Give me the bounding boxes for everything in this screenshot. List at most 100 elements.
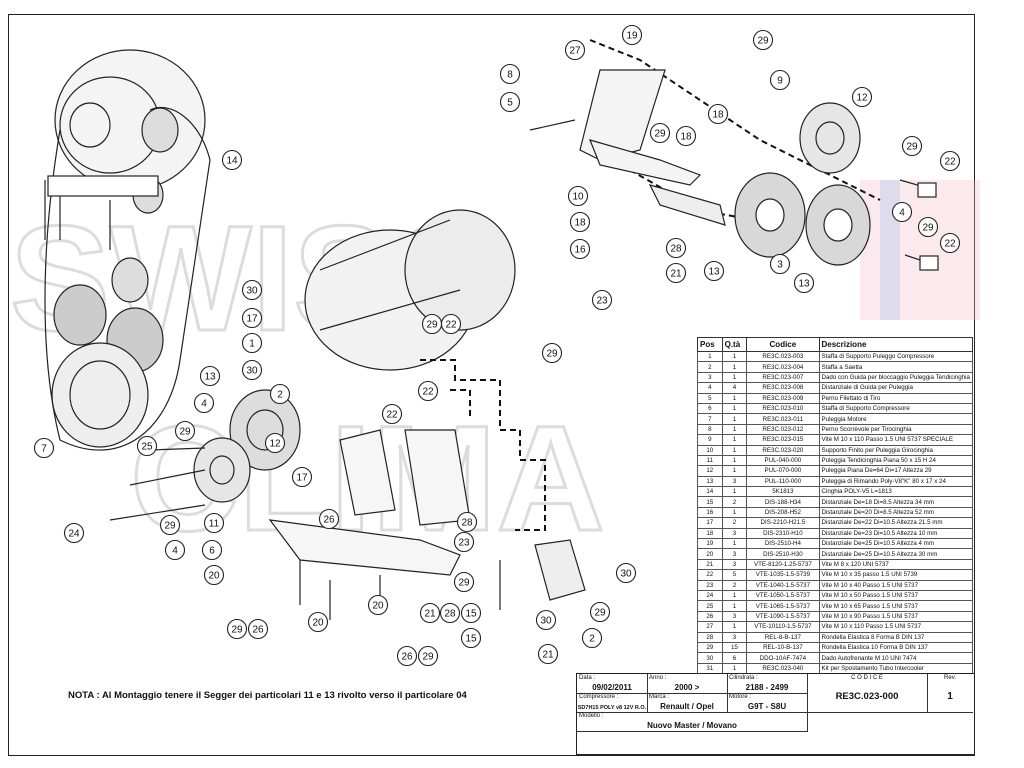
tb-modello-label: Modello :: [579, 713, 604, 719]
cell-codice: RE3C.023-012: [746, 423, 820, 436]
parts-table-header: Pos Q.tà Codice Descrizione: [697, 337, 973, 352]
cell-descrizione: Perno Scorrevole per Tirocinghia: [818, 423, 973, 436]
part-callout-number: 29: [179, 427, 191, 438]
part-callout-number: 4: [201, 399, 207, 410]
part-callout-number: 21: [424, 609, 436, 620]
cell-codice: VTE-1040-1.5-5737: [746, 579, 820, 592]
part-callout: 3: [769, 253, 791, 275]
part-callout: 6: [201, 539, 223, 561]
cell-descrizione: Staffa di Supporto Puleggo Compressore: [818, 350, 973, 363]
col-codice: Codice: [746, 337, 820, 352]
part-callout-number: 20: [372, 601, 384, 612]
part-callout-number: 14: [226, 156, 238, 167]
part-callout-number: 24: [68, 529, 80, 540]
cell-codice: DIS-208-H52: [746, 506, 820, 519]
part-callout: 15: [460, 627, 482, 649]
cell-pos: 30: [697, 652, 723, 664]
cell-pos: 15: [697, 496, 723, 508]
cell-pos: 18: [697, 527, 723, 540]
part-callout: 29: [159, 514, 181, 536]
part-callout: 29: [226, 618, 248, 640]
part-callout: 7: [33, 437, 55, 459]
part-callout: 30: [535, 609, 557, 631]
cell-qty: 1: [721, 444, 748, 456]
part-callout-number: 29: [422, 652, 434, 663]
part-callout: 4: [891, 201, 913, 223]
part-callout: 4: [193, 392, 215, 414]
tb-modello-value: Nuovo Master / Movano: [647, 721, 737, 730]
cell-descrizione: Puleggia Motore: [818, 413, 973, 425]
cell-codice: RE3C.023-011: [746, 413, 820, 425]
part-callout-number: 28: [670, 244, 682, 255]
cell-pos: 28: [697, 631, 723, 643]
part-callout: 29: [589, 601, 611, 623]
part-callout: 29: [752, 29, 774, 51]
cell-descrizione: Puleggia Piana De=64 Di=17 Altezza 29: [818, 465, 973, 477]
part-callout: 5: [499, 91, 521, 113]
part-callout-number: 28: [461, 518, 473, 529]
part-callout-number: 29: [922, 223, 934, 234]
part-callout: 23: [591, 289, 613, 311]
cell-codice: DIS-2510-H4: [746, 538, 820, 550]
cell-pos: 22: [697, 569, 723, 581]
cell-descrizione: Distanziale di Guida per Puleggia: [818, 382, 973, 394]
part-callout-number: 18: [574, 218, 586, 229]
part-callout-number: 30: [246, 366, 258, 377]
cell-pos: 26: [697, 610, 723, 623]
cell-qty: 1: [721, 621, 748, 633]
cell-codice: VTE-1050-1.5-5737: [746, 589, 820, 602]
tb-codice-label: C O D I C E: [851, 675, 883, 681]
part-callout: 21: [419, 602, 441, 624]
part-callout-number: 29: [906, 142, 918, 153]
part-callout-number: 30: [620, 569, 632, 580]
cell-codice: DDO-10AF-7474: [746, 652, 820, 664]
part-callout-number: 11: [209, 519, 220, 530]
cell-pos: 25: [697, 600, 723, 612]
part-callout-number: 22: [445, 320, 457, 331]
cell-qty: 1: [721, 371, 748, 384]
part-callout-number: 12: [856, 93, 868, 104]
part-callout: 27: [564, 39, 586, 61]
part-callout: 29: [417, 645, 439, 667]
part-callout: 28: [665, 237, 687, 259]
cell-pos: 17: [697, 517, 723, 529]
part-callout: 26: [247, 618, 269, 640]
cell-descrizione: Staffa di Supporto Compressore: [818, 402, 973, 415]
part-callout-number: 15: [465, 634, 477, 645]
cell-pos: 16: [697, 506, 723, 519]
tb-rev-cell: Rev. 1: [927, 674, 973, 713]
cell-qty: 1: [721, 506, 748, 519]
part-callout-number: 9: [777, 76, 783, 87]
tb-cilindrata-label: Cilindrata :: [729, 675, 758, 681]
cell-pos: 10: [697, 444, 723, 456]
cell-qty: 15: [721, 641, 748, 654]
part-callout: 28: [456, 511, 478, 533]
part-callout-number: 2: [277, 390, 283, 401]
cell-codice: VTE-10110-1.5-5737: [746, 621, 820, 633]
tb-data-label: Data :: [579, 675, 596, 681]
part-callout-number: 23: [596, 296, 608, 307]
part-callout: 29: [174, 420, 196, 442]
cell-qty: 1: [721, 413, 748, 425]
part-callout: 19: [621, 24, 643, 46]
cell-descrizione: Cinghia POLY-V5 L=1813: [818, 486, 973, 498]
part-callout: 16: [569, 238, 591, 260]
part-callout-number: 26: [252, 625, 264, 636]
cell-descrizione: Vite M 10 x 65 Passo 1.5 UNI 5737: [818, 600, 973, 612]
part-callout-number: 29: [426, 320, 438, 331]
tb-anno-cell: Anno : 2000 >: [647, 674, 728, 694]
tb-rev-label: Rev.: [944, 675, 956, 681]
part-callout-number: 16: [574, 245, 586, 256]
